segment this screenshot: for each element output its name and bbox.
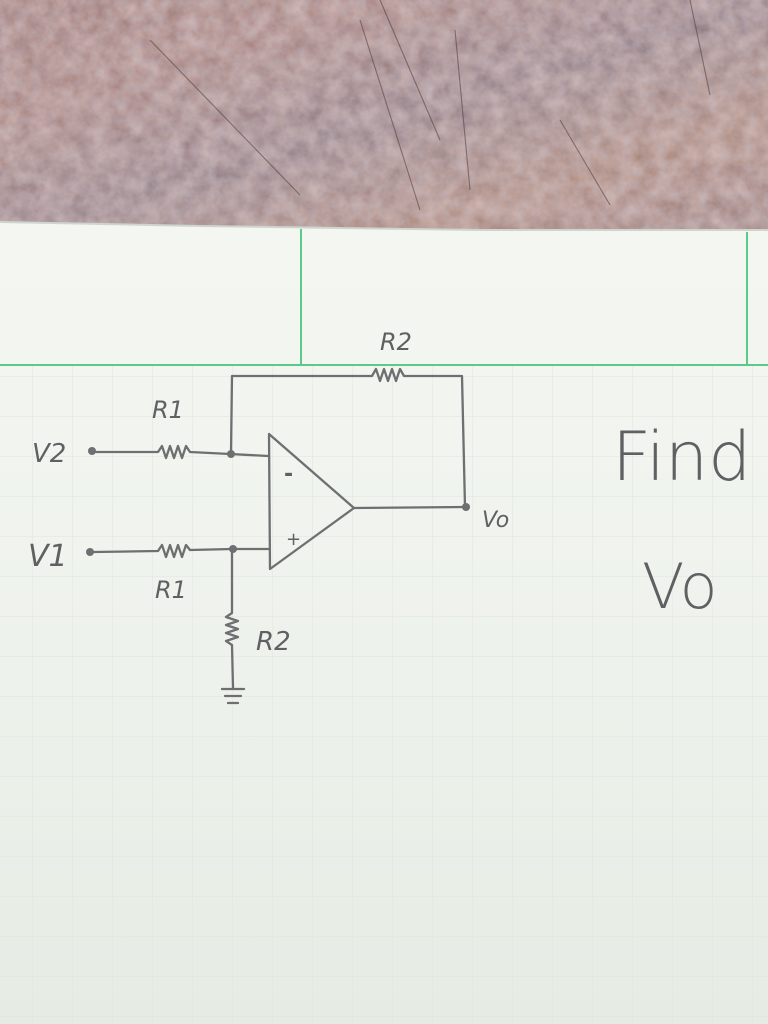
label-r2-ground: R2 bbox=[256, 627, 291, 657]
label-r1-bottom: R1 bbox=[155, 576, 187, 604]
label-noninverting-input: + bbox=[286, 529, 301, 550]
prompt-vo: Vo bbox=[642, 550, 718, 623]
ground-branch bbox=[220, 547, 246, 705]
label-v1: V1 bbox=[28, 539, 68, 574]
prompt-find: Find bbox=[612, 418, 751, 497]
label-vo: Vo bbox=[482, 508, 509, 533]
label-inverting-input: - bbox=[284, 462, 293, 487]
feedback-branch bbox=[229, 367, 467, 509]
label-r1-top: R1 bbox=[152, 396, 184, 424]
label-v2: V2 bbox=[32, 439, 66, 469]
op-amp-symbol bbox=[267, 432, 356, 571]
output-branch bbox=[352, 503, 470, 511]
label-r2-feedback: R2 bbox=[380, 328, 412, 356]
v1-input-branch bbox=[86, 543, 272, 559]
v2-input-branch bbox=[88, 444, 270, 460]
op-amp-circuit bbox=[86, 367, 470, 705]
countertop bbox=[0, 0, 768, 240]
paper-sheet bbox=[0, 221, 768, 1024]
